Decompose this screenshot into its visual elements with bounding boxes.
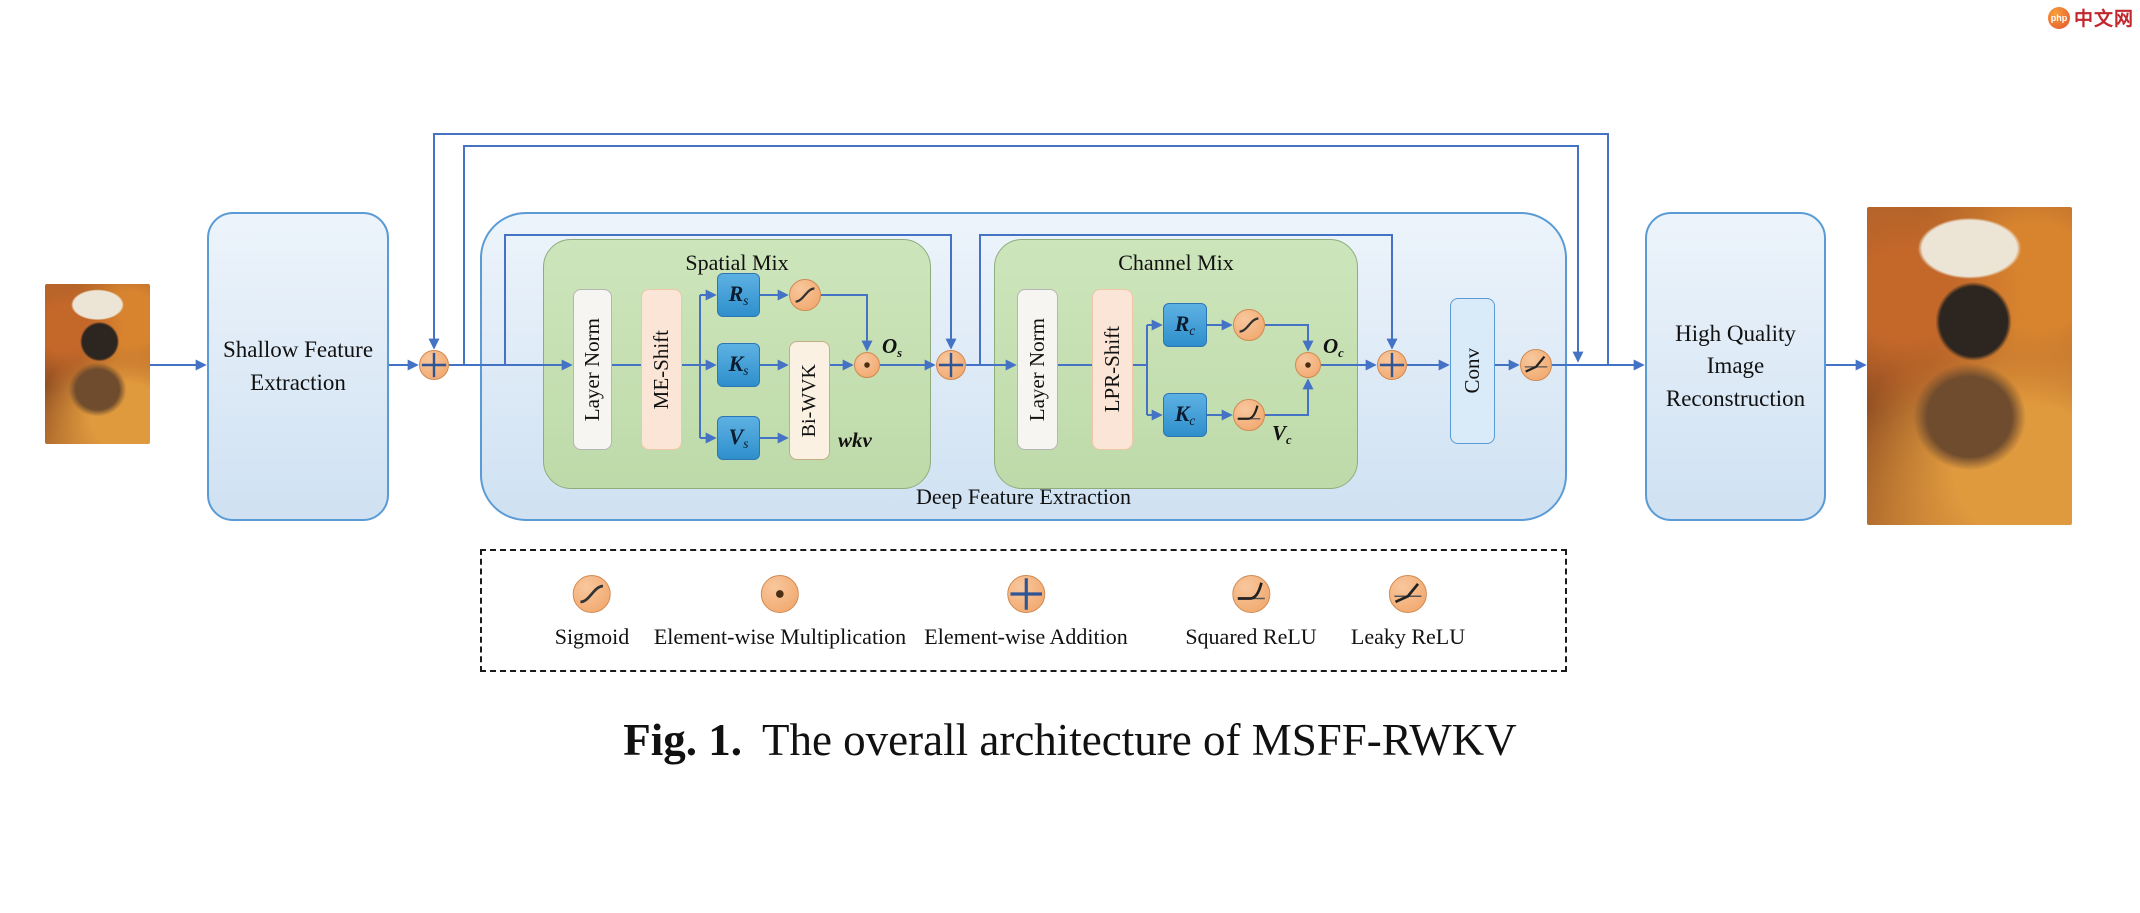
wkv-label: wkv <box>838 428 872 452</box>
add-icon <box>1007 575 1045 613</box>
lpr-shift-box: LPR-Shift <box>1092 289 1133 450</box>
output-image <box>1867 207 2072 525</box>
figure-number: Fig. 1. <box>623 715 742 765</box>
legend-label: Squared ReLU <box>1185 624 1317 649</box>
high-quality-reconstruction-block: High Quality Image Reconstruction <box>1645 212 1826 521</box>
legend-item-addition: Element-wise Addition <box>924 575 1128 650</box>
add-icon <box>936 350 966 380</box>
multiply-icon <box>1295 352 1321 378</box>
vs-node: Vs <box>717 416 760 460</box>
oc-label: Oc <box>1323 334 1344 360</box>
kc-label: Kc <box>1174 401 1196 428</box>
ks-node: Ks <box>717 343 760 387</box>
sigmoid-icon <box>789 279 821 311</box>
legend-item-leaky-relu: Leaky ReLU <box>1351 575 1465 650</box>
shallow-label-line2: Extraction <box>250 369 346 395</box>
sigmoid-icon <box>1233 309 1265 341</box>
legend-item-multiplication: Element-wise Multiplication <box>654 575 906 650</box>
legend-item-squared-relu: Squared ReLU <box>1185 575 1317 650</box>
rc-label: Rc <box>1174 311 1196 338</box>
php-logo-icon: php <box>2047 6 2070 29</box>
figure-title: The overall architecture of MSFF-RWKV <box>761 715 1517 765</box>
kc-node: Kc <box>1163 393 1207 437</box>
hq-label-line3: Reconstruction <box>1665 385 1806 411</box>
vs-label: Vs <box>728 424 749 451</box>
rs-label: Rs <box>728 281 749 308</box>
bi-wvk-box: Bi-WVK <box>789 341 830 460</box>
os-label: Os <box>882 334 903 360</box>
legend-label: Element-wise Addition <box>924 624 1128 649</box>
rc-node: Rc <box>1163 303 1207 347</box>
figure-caption: Fig. 1. The overall architecture of MSFF-… <box>0 714 2140 766</box>
legend-label: Element-wise Multiplication <box>653 624 907 649</box>
conv-box: Conv <box>1450 298 1495 444</box>
deep-feature-extraction-title: Deep Feature Extraction <box>915 484 1131 509</box>
layer-norm-channel-box: Layer Norm <box>1017 289 1058 450</box>
add-icon <box>419 350 449 380</box>
vc-label: Vc <box>1272 421 1292 447</box>
legend-item-sigmoid: Sigmoid <box>554 575 630 650</box>
legend-label: Leaky ReLU <box>1350 624 1466 649</box>
leaky-relu-icon <box>1388 575 1427 613</box>
channel-mix-title: Channel Mix <box>1118 250 1234 275</box>
legend-box: Sigmoid Element-wise Multiplication Elem… <box>480 549 1567 672</box>
hq-label-line2: Image <box>1706 353 1765 379</box>
squared-relu-icon <box>1233 399 1265 431</box>
sigmoid-icon <box>572 575 611 613</box>
multiply-icon <box>854 352 880 378</box>
me-shift-box: ME-Shift <box>641 289 682 450</box>
shallow-feature-extraction-block: Shallow Feature Extraction <box>207 212 389 521</box>
spatial-mix-title: Spatial Mix <box>685 250 789 275</box>
rs-node: Rs <box>717 273 760 317</box>
legend-label: Sigmoid <box>554 624 630 649</box>
hq-label-line1: High Quality <box>1675 321 1796 347</box>
squared-relu-icon <box>1231 575 1270 613</box>
layer-norm-spatial-box: Layer Norm <box>573 289 612 450</box>
input-image <box>45 284 150 444</box>
multiply-icon <box>761 575 799 613</box>
watermark-text: 中文网 <box>2073 9 2134 30</box>
shallow-label-line1: Shallow Feature <box>222 337 374 363</box>
ks-label: Ks <box>728 351 749 378</box>
site-watermark: php 中文网 <box>2047 4 2134 31</box>
leaky-relu-icon <box>1520 349 1552 381</box>
add-icon <box>1377 350 1407 380</box>
